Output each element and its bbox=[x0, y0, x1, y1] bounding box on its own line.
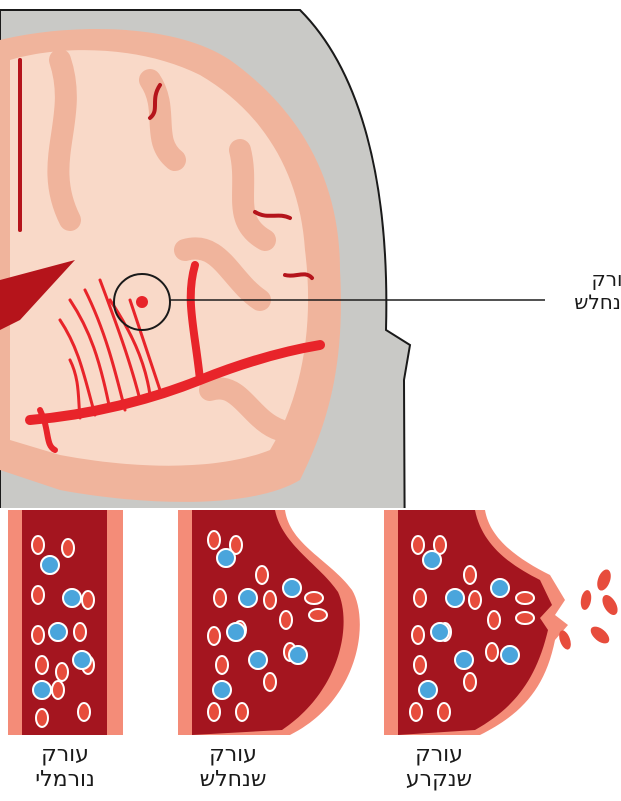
panel-label-line2: שנחלש bbox=[178, 767, 288, 792]
artery-normal bbox=[8, 510, 123, 735]
callout-label-line1: עורק bbox=[545, 268, 621, 291]
panel-label-line2: נורמלי bbox=[10, 767, 120, 792]
panel-label-line1: עורק bbox=[10, 742, 120, 767]
panel-label-line1: עורק bbox=[384, 742, 494, 767]
panel-label-ruptured: עורק שנקרע bbox=[384, 742, 494, 793]
panel-label-line1: עורק bbox=[178, 742, 288, 767]
callout-label-line2: שנחלש bbox=[545, 291, 621, 314]
panel-label-line2: שנקרע bbox=[384, 767, 494, 792]
callout-label: עורק שנחלש bbox=[545, 268, 621, 314]
panel-label-weakened: עורק שנחלש bbox=[178, 742, 288, 793]
panel-label-normal: עורק נורמלי bbox=[10, 742, 120, 793]
aneurysm-bulge bbox=[136, 296, 148, 308]
